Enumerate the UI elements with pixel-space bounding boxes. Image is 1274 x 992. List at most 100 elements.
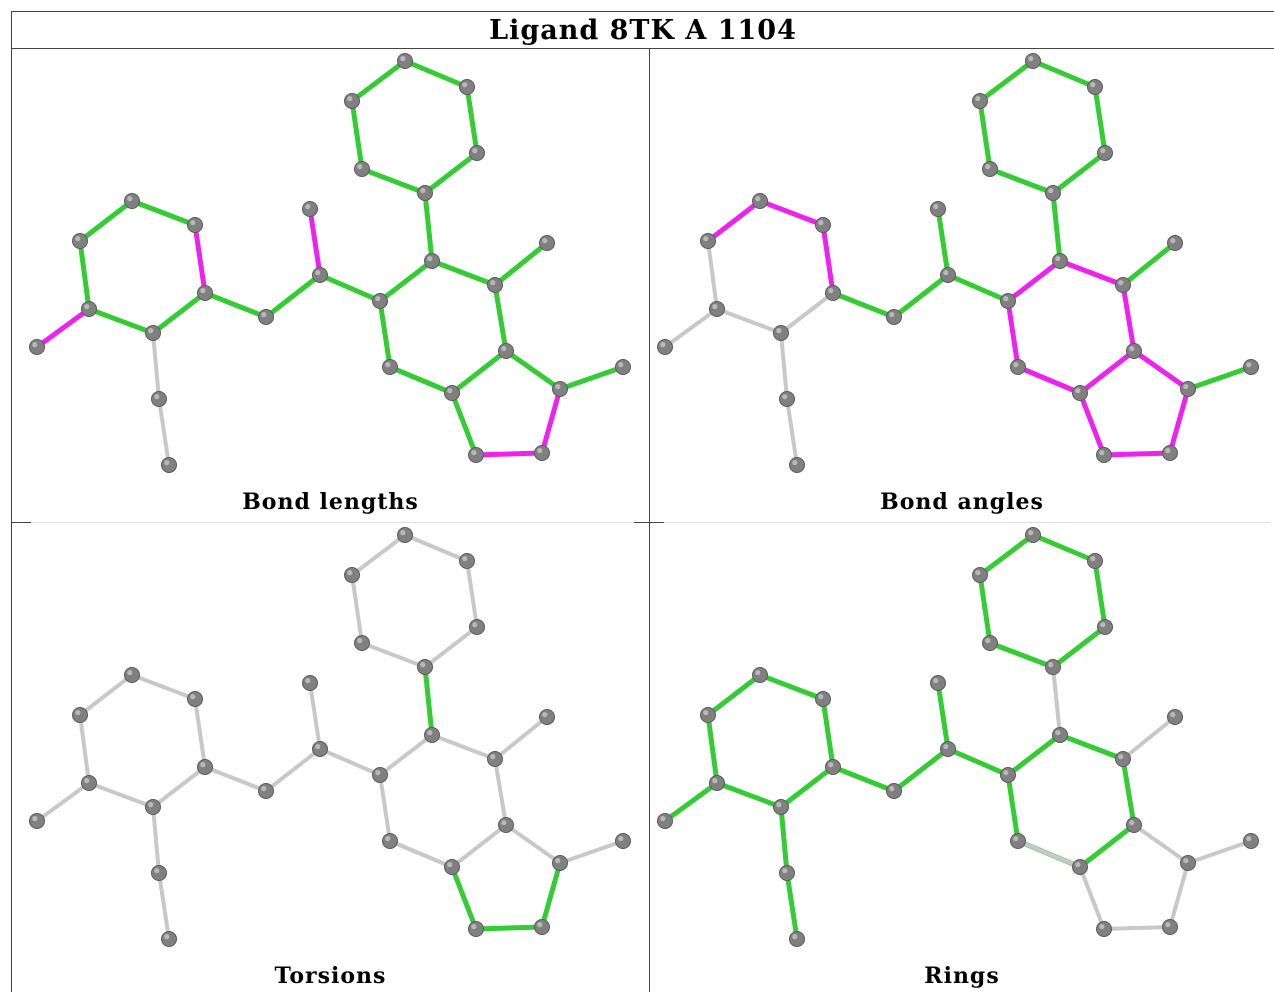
atom xyxy=(1096,447,1112,463)
atom xyxy=(789,931,805,947)
atom xyxy=(1052,727,1068,743)
atom-highlight xyxy=(490,754,496,760)
atom xyxy=(1097,619,1113,635)
atom xyxy=(972,93,988,109)
atom-highlight xyxy=(32,816,38,822)
atom-highlight xyxy=(1075,862,1081,868)
atom xyxy=(930,201,946,217)
bond-highlighted xyxy=(977,532,1036,578)
atom-highlight xyxy=(75,710,81,716)
atom-highlight xyxy=(385,836,391,842)
atom-highlight xyxy=(315,270,321,276)
atom-highlight xyxy=(660,342,666,348)
atom xyxy=(752,193,768,209)
atom-highlight xyxy=(782,868,788,874)
bond-highlighted xyxy=(77,198,135,244)
bond-highlighted xyxy=(317,272,383,304)
atom xyxy=(124,193,140,209)
bond-highlighted xyxy=(377,258,435,304)
atom-highlight xyxy=(200,288,206,294)
atom xyxy=(197,759,213,775)
atom-highlight xyxy=(1003,296,1009,302)
atom-highlight xyxy=(818,220,824,226)
atom xyxy=(468,447,484,463)
atom xyxy=(1096,921,1112,937)
atom xyxy=(344,93,360,109)
bond-highlighted xyxy=(945,272,1011,304)
bond-highlighted xyxy=(977,58,1036,104)
atom-highlight xyxy=(84,304,90,310)
atom-highlight xyxy=(490,280,496,286)
atom-highlight xyxy=(703,236,709,242)
atom-highlight xyxy=(555,858,561,864)
bond xyxy=(151,805,161,875)
atom xyxy=(312,267,328,283)
atom xyxy=(487,751,503,767)
atom-highlight xyxy=(462,556,468,562)
atom-highlight xyxy=(828,288,834,294)
atom-highlight xyxy=(1013,362,1019,368)
atom xyxy=(468,921,484,937)
atom xyxy=(417,659,433,675)
atom-highlight xyxy=(164,934,170,940)
bond xyxy=(157,397,171,467)
bond xyxy=(388,839,454,869)
bond-highlighted xyxy=(503,348,563,392)
bond xyxy=(87,781,155,809)
atom-highlight xyxy=(154,394,160,400)
atom xyxy=(145,799,161,815)
bond-highlighted xyxy=(539,860,563,930)
atom-highlight xyxy=(84,778,90,784)
bond xyxy=(1051,665,1062,737)
atom xyxy=(1072,385,1088,401)
atom xyxy=(145,325,161,341)
atom-highlight xyxy=(472,148,478,154)
atom-highlight xyxy=(427,256,433,262)
atom xyxy=(779,865,795,881)
atom xyxy=(372,767,388,783)
atom-highlight xyxy=(471,924,477,930)
atom-highlight xyxy=(889,786,895,792)
atom xyxy=(886,309,902,325)
bond xyxy=(423,625,479,669)
panel-bond-lengths: Bond lengths xyxy=(11,49,649,523)
atom xyxy=(81,301,97,317)
atom xyxy=(940,741,956,757)
bond-highlighted xyxy=(492,282,509,354)
atom xyxy=(930,675,946,691)
atom xyxy=(657,339,673,355)
atom-highlight xyxy=(148,328,154,334)
panel-rings: Rings xyxy=(649,523,1274,992)
atom-highlight xyxy=(357,164,363,170)
bond-outlier xyxy=(757,198,826,228)
atom-highlight xyxy=(1048,188,1054,194)
bond-highlighted xyxy=(1120,756,1137,828)
bond xyxy=(1132,823,1190,865)
atom xyxy=(552,381,568,397)
bond-highlighted xyxy=(1005,772,1021,844)
divider xyxy=(31,522,634,523)
bond xyxy=(378,733,434,777)
bond-highlighted xyxy=(77,238,92,312)
atom-highlight xyxy=(261,312,267,318)
atom xyxy=(444,859,460,875)
atom-highlight xyxy=(447,862,453,868)
atom xyxy=(539,709,555,725)
bond-highlighted xyxy=(1050,190,1063,264)
atom xyxy=(1180,855,1196,871)
atom xyxy=(1097,145,1113,161)
atom xyxy=(700,707,716,723)
bond xyxy=(308,681,322,751)
atom-highlight xyxy=(1100,622,1106,628)
bond-outlier xyxy=(1077,390,1107,458)
atom xyxy=(815,217,831,233)
bond-outlier xyxy=(1120,282,1137,354)
atom-highlight xyxy=(261,786,267,792)
bond-highlighted xyxy=(449,864,479,932)
bond-highlighted xyxy=(402,58,470,90)
bond-highlighted xyxy=(945,746,1011,778)
bond-highlighted xyxy=(714,780,784,810)
atom-highlight xyxy=(943,270,949,276)
bond xyxy=(706,239,719,311)
atom-highlight xyxy=(933,204,939,210)
